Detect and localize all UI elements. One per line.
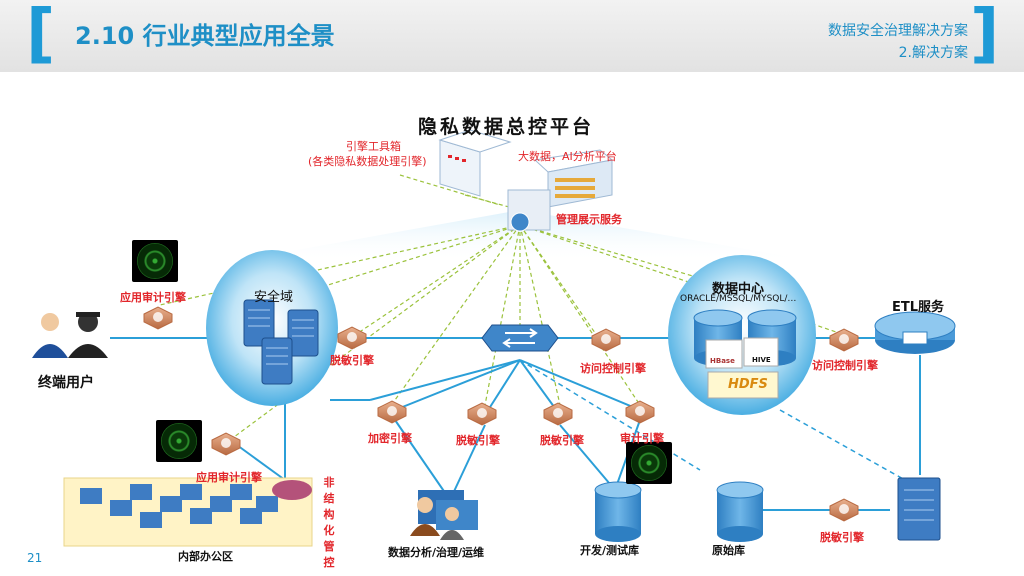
bigdata-label: 大数据，AI分析平台 <box>518 150 617 163</box>
radar-monitor-icon-bottom <box>156 420 202 462</box>
section-line-1: 数据安全治理解决方案 <box>828 23 968 39</box>
desens-engine-2-label: 脱敏引擎 <box>540 434 584 447</box>
platform-beam <box>230 210 820 262</box>
right-bracket: ] <box>970 0 1000 71</box>
hdfs-logo <box>707 371 779 399</box>
audit-engine-label: 审计引擎 <box>620 432 664 445</box>
encrypt-engine-icon <box>374 398 410 424</box>
etl-label: ETL服务 <box>892 300 945 315</box>
bigdata-server-icon <box>533 149 614 208</box>
desens-engine-2-icon <box>540 400 576 426</box>
page-number: 21 <box>27 551 43 565</box>
office-label: 内部办公区 <box>178 550 233 563</box>
slide-title: 2.10 行业典型应用全景 <box>75 22 335 50</box>
app-audit-engine-top-icon <box>140 304 176 330</box>
network-links <box>110 337 921 511</box>
hdfs-text: HDFS <box>728 377 768 392</box>
unstructured-control-label: 非结构化管控 <box>323 476 335 569</box>
etl-storage-server-icon <box>897 477 941 541</box>
etl-server-icon <box>874 311 956 354</box>
radar-monitor-icon-right <box>626 442 672 484</box>
analysts-icon <box>410 490 478 540</box>
management-service-icon <box>507 189 551 232</box>
hive-logo <box>743 337 779 367</box>
hbase-text: HBase <box>710 357 735 365</box>
desens-engine-left-label: 脱敏引擎 <box>330 354 374 367</box>
toolbox-server-icon <box>438 129 512 197</box>
toolbox-label: 引擎工具箱 <box>346 140 401 153</box>
office-hat-icon <box>272 480 312 500</box>
slide-header <box>0 0 1024 72</box>
network-switch-icon <box>481 324 559 352</box>
encrypt-engine-label: 加密引擎 <box>368 432 412 445</box>
raw-db-icon <box>716 481 764 542</box>
access-control-engine-right-label: 访问控制引擎 <box>812 359 878 372</box>
office-workers-icon <box>80 484 278 528</box>
data-center-db-list: ORACLE/MSSQL/MYSQL/… <box>680 294 797 304</box>
devtest-db-label: 开发/测试库 <box>580 544 640 557</box>
app-audit-engine-bottom-icon <box>208 430 244 456</box>
hbase-logo <box>705 339 743 369</box>
desens-engine-bottom-icon <box>826 496 862 522</box>
analysis-label: 数据分析/治理/运维 <box>388 546 485 559</box>
access-control-engine-right-icon <box>826 326 862 352</box>
data-center-label: 数据中心 <box>712 282 765 297</box>
app-audit-engine-top-label: 应用审计引擎 <box>120 291 186 304</box>
platform-title: 隐私数据总控平台 <box>418 116 595 138</box>
raw-db-label: 原始库 <box>712 544 745 557</box>
section-line-2: 2.解决方案 <box>898 45 968 61</box>
access-control-engine-mid-icon <box>588 326 624 352</box>
section-label: 数据安全治理解决方案 2.解决方案 <box>828 20 968 64</box>
desens-engine-1-label: 脱敏引擎 <box>456 434 500 447</box>
radar-monitor-icon-top <box>132 240 178 282</box>
desens-engine-left-icon <box>334 324 370 350</box>
access-control-engine-mid-label: 访问控制引擎 <box>580 362 646 375</box>
terminal-users-icon <box>32 312 108 358</box>
terminal-users-label: 终端用户 <box>38 375 94 391</box>
left-bracket: [ <box>26 0 56 71</box>
desens-engine-bottom-label: 脱敏引擎 <box>820 531 864 544</box>
security-domain-label: 安全域 <box>254 290 294 305</box>
audit-engine-icon <box>622 398 658 424</box>
security-servers-icon <box>243 299 319 385</box>
hive-text: HIVE <box>752 356 771 364</box>
devtest-db-icon <box>594 481 642 542</box>
toolbox-sub-label: (各类隐私数据处理引擎) <box>308 155 427 168</box>
desens-engine-1-icon <box>464 400 500 426</box>
management-label: 管理展示服务 <box>556 213 622 226</box>
app-audit-engine-bottom-label: 应用审计引擎 <box>196 471 262 484</box>
